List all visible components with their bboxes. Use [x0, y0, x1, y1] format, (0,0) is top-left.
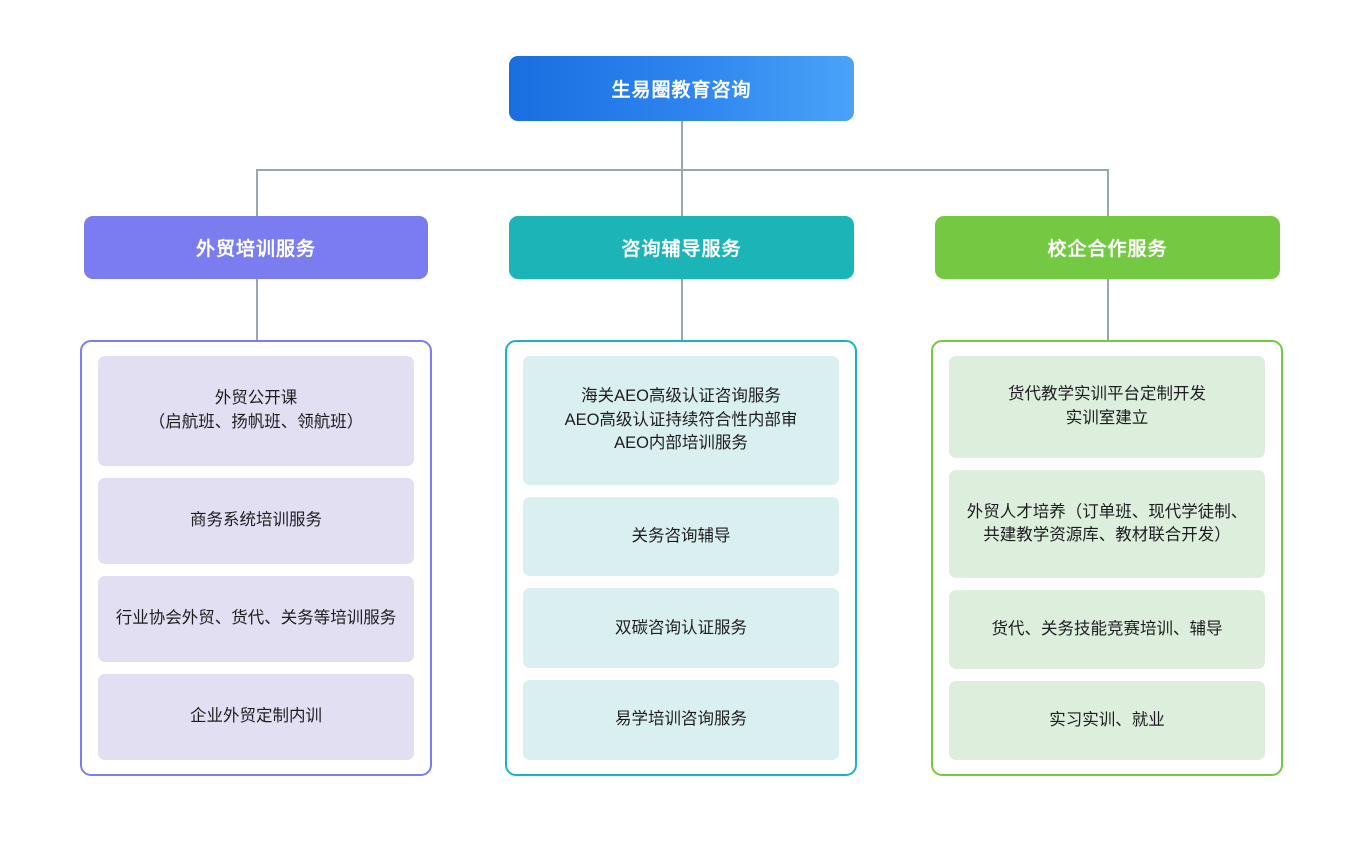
service-item[interactable]: 易学培训咨询服务 — [523, 680, 839, 760]
connector-root-trunk — [681, 121, 683, 170]
category-header-label-1: 咨询辅导服务 — [621, 239, 742, 260]
service-item[interactable]: 外贸人才培养（订单班、现代学徒制、共建教学资源库、教材联合开发） — [949, 469, 1265, 579]
service-item[interactable]: 海关AEO高级认证咨询服务 AEO高级认证持续符合性内部审 AEO内部培训服务 — [523, 356, 839, 485]
service-item[interactable]: 外贸公开课 （启航班、扬帆班、领航班） — [98, 356, 414, 466]
connector-bus-to-col-0 — [256, 169, 258, 217]
category-header-0[interactable]: 外贸培训服务 — [84, 216, 428, 279]
service-item[interactable]: 企业外贸定制内训 — [98, 673, 414, 760]
service-item[interactable]: 货代、关务技能竞赛培训、辅导 — [949, 590, 1265, 669]
category-header-label-2: 校企合作服务 — [1047, 239, 1168, 260]
root-node-label: 生易圈教育咨询 — [611, 80, 752, 101]
service-item[interactable]: 货代教学实训平台定制开发 实训室建立 — [949, 356, 1265, 458]
root-node[interactable]: 生易圈教育咨询 — [509, 56, 854, 121]
category-box-1: 海关AEO高级认证咨询服务 AEO高级认证持续符合性内部审 AEO内部培训服务 … — [505, 340, 857, 776]
connector-header-to-box-1 — [681, 279, 683, 341]
connector-header-to-box-0 — [256, 279, 258, 341]
service-item[interactable]: 商务系统培训服务 — [98, 477, 414, 564]
category-box-0: 外贸公开课 （启航班、扬帆班、领航班） 商务系统培训服务 行业协会外贸、货代、关… — [80, 340, 432, 776]
connector-bus-to-col-1 — [681, 169, 683, 217]
service-item[interactable]: 实习实训、就业 — [949, 680, 1265, 760]
service-item[interactable]: 关务咨询辅导 — [523, 496, 839, 577]
category-header-label-0: 外贸培训服务 — [195, 239, 316, 260]
service-item[interactable]: 双碳咨询认证服务 — [523, 588, 839, 669]
category-header-2[interactable]: 校企合作服务 — [935, 216, 1280, 279]
category-header-1[interactable]: 咨询辅导服务 — [509, 216, 854, 279]
category-box-2: 货代教学实训平台定制开发 实训室建立 外贸人才培养（订单班、现代学徒制、共建教学… — [931, 340, 1283, 776]
connector-header-to-box-2 — [1107, 279, 1109, 341]
connector-bus-to-col-2 — [1107, 169, 1109, 217]
service-item[interactable]: 行业协会外贸、货代、关务等培训服务 — [98, 575, 414, 662]
